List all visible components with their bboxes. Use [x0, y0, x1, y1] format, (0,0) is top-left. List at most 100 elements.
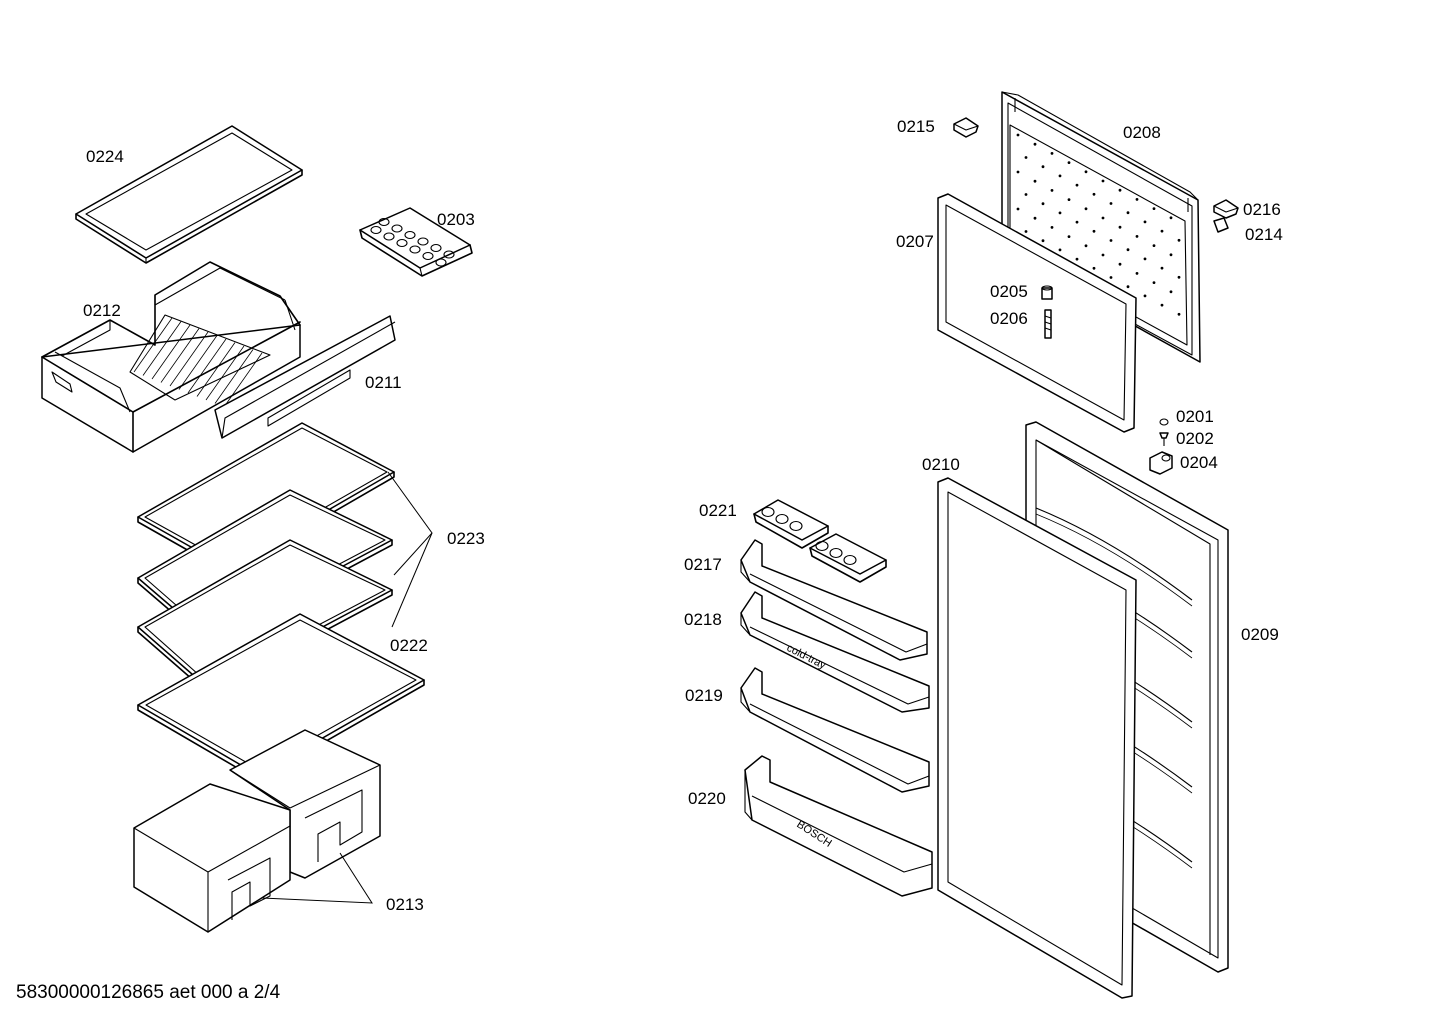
ice-cup [422, 251, 434, 261]
door-dot [1109, 239, 1113, 242]
door-dot [1143, 294, 1147, 298]
drawing-number: 58300000126865 aet 000 a 2/4 [16, 982, 281, 1003]
door-dot [1101, 216, 1105, 220]
label-0224: 0224 [86, 147, 124, 166]
ice-cup [383, 232, 395, 241]
ice-cup [378, 217, 390, 227]
door-dot [1075, 220, 1079, 224]
ice-cup [370, 225, 382, 235]
door-dot [1016, 207, 1020, 211]
label-0207: 0207 [896, 232, 934, 251]
door-dot [1024, 156, 1028, 159]
label-0223: 0223 [447, 529, 485, 548]
door-dot [1109, 202, 1113, 205]
part-0204-hinge [1149, 451, 1173, 475]
drawer-grid-slat [196, 342, 236, 397]
door-dot [1169, 290, 1173, 294]
part-0219-door-balcony [740, 667, 930, 793]
part-0217-door-balcony [740, 539, 928, 661]
door-dot [1152, 281, 1156, 284]
label-0218: 0218 [684, 610, 722, 629]
ice-cup [391, 224, 403, 233]
label-0214: 0214 [1245, 225, 1283, 244]
door-dot [1024, 230, 1028, 233]
door-dot [1058, 248, 1062, 252]
door-dot [1177, 238, 1181, 242]
door-dot [1126, 248, 1130, 252]
label-0208: 0208 [1123, 123, 1161, 142]
label-0215: 0215 [897, 117, 935, 136]
egg-cup [789, 520, 803, 532]
part-0207-freezer-gasket [937, 193, 1137, 433]
door-dot [1075, 183, 1079, 187]
door-dot [1041, 165, 1045, 169]
door-dot [1143, 257, 1147, 261]
leaders-left [261, 471, 433, 904]
drawer-grid-slat [178, 335, 218, 390]
label-0213: 0213 [386, 895, 424, 914]
door-dot [1160, 303, 1164, 307]
egg-tray-cups [761, 506, 857, 566]
door-dot [1152, 244, 1156, 248]
door-dot [1084, 244, 1088, 248]
part-0203-ice-tray [359, 207, 473, 277]
door-dot [1058, 211, 1062, 215]
drawer-grid-slat [133, 317, 173, 373]
door-dot [1118, 225, 1122, 229]
ice-cup [409, 245, 421, 254]
label-0201: 0201 [1176, 407, 1214, 426]
door-dot [1152, 207, 1156, 211]
label-0202: 0202 [1176, 429, 1214, 448]
part-0215-hinge-cover [953, 117, 979, 138]
label-0220: 0220 [688, 789, 726, 808]
part-0223-glass-shelves [137, 422, 395, 694]
drawer-grid-slat [187, 338, 227, 394]
part-0212-freezer-drawer [41, 261, 301, 453]
part-0205-bushing [1041, 285, 1053, 300]
door-dot [1135, 235, 1139, 238]
part-0216-hinge-cover [1213, 199, 1239, 219]
door-dot [1016, 170, 1020, 174]
part-0214-plug [1213, 217, 1229, 233]
ice-tray-cups [370, 217, 455, 267]
door-dot [1067, 198, 1071, 202]
door-dot [1118, 188, 1122, 192]
label-0222: 0222 [390, 636, 428, 655]
door-dot [1177, 275, 1181, 279]
door-dot [1101, 179, 1105, 183]
ice-cup [435, 258, 447, 267]
door-dot [1126, 285, 1130, 289]
label-0211: 0211 [365, 373, 402, 392]
drawer-grid-slat [142, 321, 182, 376]
door-dot [1169, 216, 1173, 220]
door-dot [1033, 142, 1037, 146]
label-0219: 0219 [685, 686, 723, 705]
door-dot [1041, 239, 1045, 243]
part-0202-screw [1159, 432, 1169, 446]
egg-cup [815, 540, 829, 552]
door-dot [1092, 266, 1096, 270]
label-0221: 0221 [699, 501, 737, 520]
part-0211-front-flap [214, 315, 396, 439]
door-dot [1118, 262, 1122, 266]
door-dot [1092, 229, 1096, 233]
part-0210-fridge-gasket [937, 477, 1137, 999]
label-0205: 0205 [990, 282, 1028, 301]
door-dot [1067, 161, 1071, 165]
part-labels: 0224 0203 0212 0211 0223 0222 0213 0215 … [83, 117, 1283, 914]
ice-cup [417, 237, 429, 246]
door-dot [1041, 202, 1045, 206]
label-0210: 0210 [922, 455, 960, 474]
door-dot [1050, 226, 1054, 229]
egg-cup [829, 547, 843, 559]
ice-cup [443, 250, 455, 259]
part-0224-glass-cover [75, 125, 303, 264]
egg-cup [843, 554, 857, 566]
part-0201-washer [1159, 418, 1169, 426]
door-dot [1092, 192, 1096, 196]
drawer-grid-slat [151, 324, 191, 380]
door-dot [1177, 312, 1181, 316]
door-dot [1016, 133, 1020, 137]
door-dot [1067, 235, 1071, 239]
